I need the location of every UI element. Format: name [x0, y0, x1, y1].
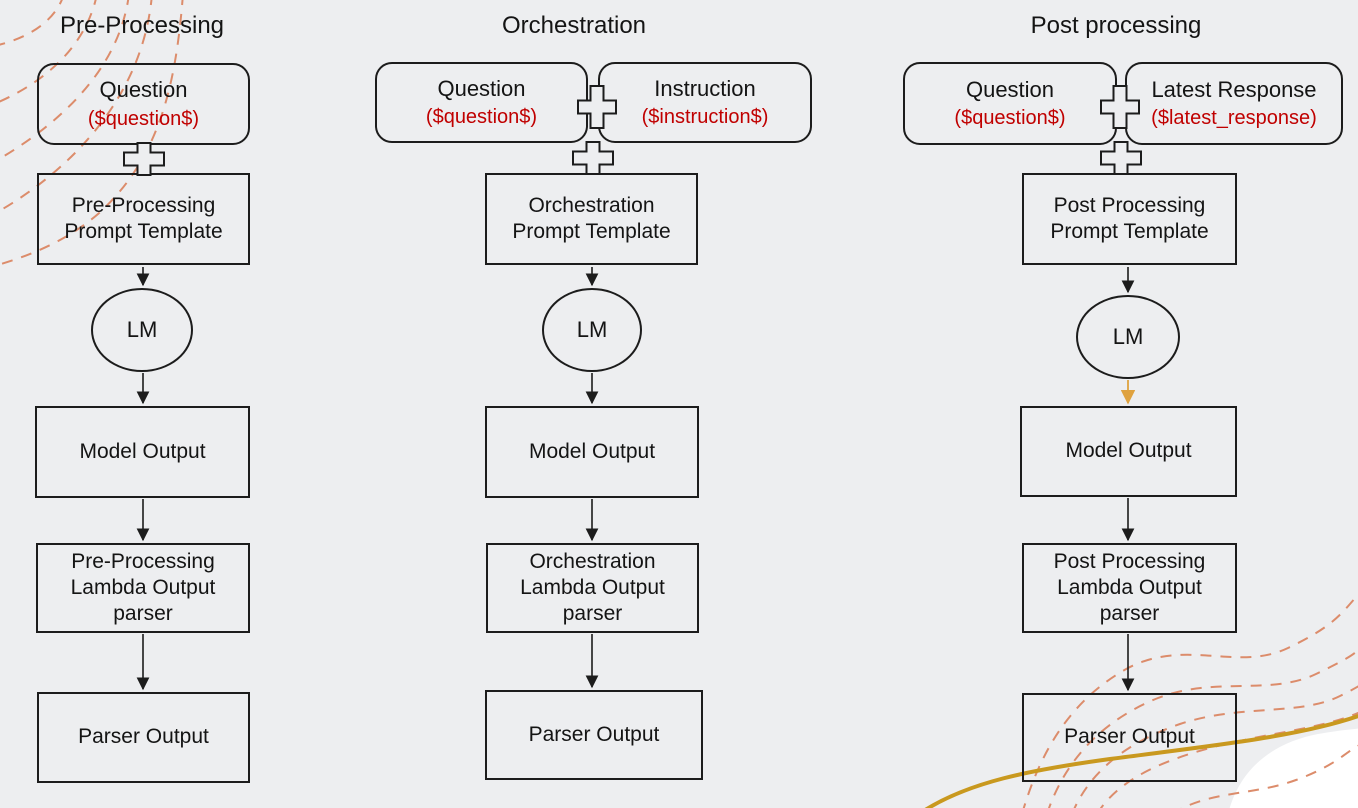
prompt-template-box: Post Processing Prompt Template — [1022, 173, 1237, 265]
lm-label: LM — [126, 317, 158, 342]
lm-label: LM — [1112, 324, 1144, 349]
corner-blob — [1229, 728, 1358, 808]
decorative-gold-curve — [924, 713, 1358, 808]
input-label: Latest Response — [1151, 76, 1317, 102]
prompt-template-box: Pre-Processing Prompt Template — [37, 173, 250, 265]
prompt-template-label: Post Processing Prompt Template — [1050, 193, 1209, 243]
variable-label: ($instruction$) — [641, 106, 769, 129]
variable-label: ($question$) — [425, 106, 538, 129]
column-title-postprocessing: Post processing — [1030, 12, 1202, 39]
parser-output-box: Parser Output — [1022, 693, 1237, 782]
model-output-label: Model Output — [1065, 439, 1192, 463]
lm-node: LM — [1076, 295, 1180, 379]
input-label: Question — [437, 75, 526, 101]
column-title-preprocessing: Pre-Processing — [59, 12, 225, 39]
parser-output-box: Parser Output — [37, 692, 250, 783]
parser-output-label: Parser Output — [78, 725, 209, 749]
input-label: Instruction — [654, 75, 756, 101]
variable-label: ($question$) — [954, 107, 1066, 130]
model-output-box: Model Output — [485, 406, 699, 498]
lm-node: LM — [542, 288, 642, 372]
lm-node: LM — [91, 288, 193, 372]
lm-label: LM — [576, 317, 608, 342]
lambda-parser-label: Orchestration Lambda Output parser — [520, 549, 665, 626]
parser-output-label: Parser Output — [528, 722, 660, 746]
variable-label: ($question$) — [87, 107, 200, 130]
input-box-question: Question ($question$) — [37, 63, 250, 145]
lambda-parser-label: Pre-Processing Lambda Output parser — [70, 549, 216, 626]
input-box-instruction: Instruction ($instruction$) — [598, 62, 812, 143]
parser-output-box: Parser Output — [485, 690, 703, 780]
lambda-parser-label: Post Processing Lambda Output parser — [1053, 549, 1206, 626]
variable-label: ($latest_response) — [1151, 107, 1317, 130]
input-label: Question — [99, 77, 188, 103]
column-title-orchestration: Orchestration — [501, 12, 647, 39]
lambda-parser-box: Orchestration Lambda Output parser — [486, 543, 699, 633]
lambda-parser-box: Post Processing Lambda Output parser — [1022, 543, 1237, 633]
prompt-template-label: Orchestration Prompt Template — [512, 193, 671, 243]
lambda-parser-box: Pre-Processing Lambda Output parser — [36, 543, 250, 633]
prompt-template-box: Orchestration Prompt Template — [485, 173, 698, 265]
model-output-box: Model Output — [1020, 406, 1237, 497]
input-box-question: Question ($question$) — [375, 62, 588, 143]
input-box-question: Question ($question$) — [903, 62, 1117, 145]
model-output-label: Model Output — [528, 439, 656, 463]
model-output-label: Model Output — [79, 439, 206, 463]
parser-output-label: Parser Output — [1064, 725, 1195, 749]
prompt-template-label: Pre-Processing Prompt Template — [64, 193, 223, 243]
input-box-latest-response: Latest Response ($latest_response) — [1125, 62, 1343, 145]
input-label: Question — [965, 76, 1055, 102]
model-output-box: Model Output — [35, 406, 250, 498]
